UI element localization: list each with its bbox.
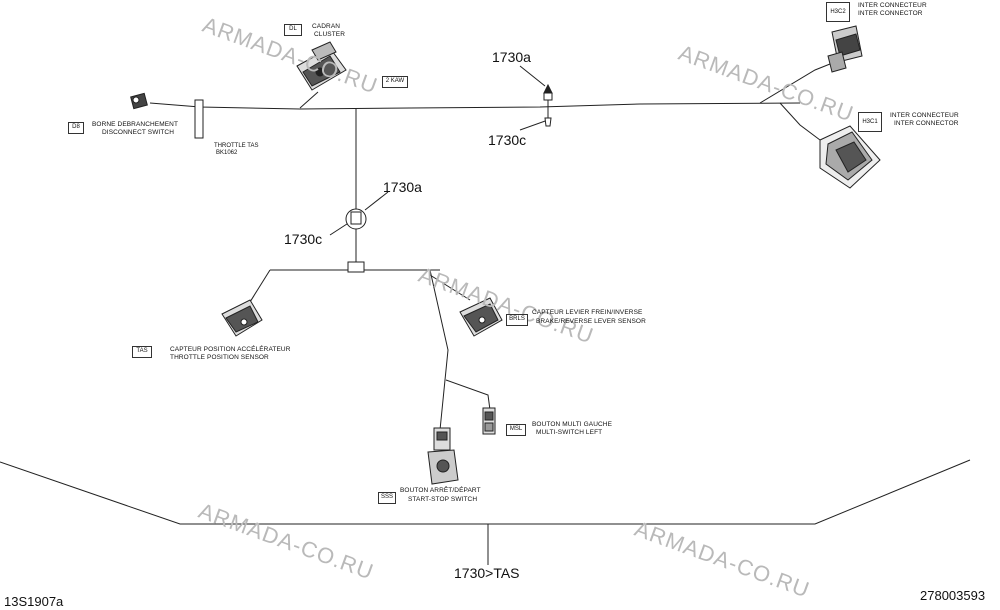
cross-bar-connector xyxy=(347,261,365,273)
throttle-tag-line2: BK1062 xyxy=(216,150,238,156)
inter-connector-right-icon xyxy=(819,125,881,189)
inter-connector-top-label-en: INTER CONNECTOR xyxy=(858,10,923,17)
wire-tag: 2 KAW xyxy=(382,76,408,88)
leader-mid-a xyxy=(364,191,389,211)
brake-sensor-code: BRLS xyxy=(506,314,528,326)
inter-connector-right-label-en: INTER CONNECTOR xyxy=(894,120,959,127)
start-stop-label-fr: BOUTON ARRÊT/DÉPART xyxy=(400,487,481,494)
multi-switch-code: MSL xyxy=(506,424,526,436)
disconnect-label-fr: BORNE DEBRANCHEMENT xyxy=(92,121,179,128)
throttle-sensor-label-fr: CAPTEUR POSITION ACCÉLÉRATEUR xyxy=(170,346,291,353)
splice-1730-top xyxy=(543,83,553,127)
wire-to-cluster xyxy=(299,91,319,109)
multi-switch-label-en: MULTI-SWITCH LEFT xyxy=(536,429,603,436)
wire-to-inter-connector-top xyxy=(759,61,836,104)
part-number: 278003593 xyxy=(920,588,986,603)
cluster-code: DL xyxy=(284,24,302,36)
ref-1730-tas: 1730>TAS xyxy=(454,565,520,581)
cluster-label-fr: CADRAN xyxy=(312,23,341,30)
wire-to-start-stop xyxy=(429,269,449,431)
cluster-connector-icon xyxy=(296,41,347,91)
bottom-boundary xyxy=(0,459,971,525)
throttle-sensor-icon xyxy=(221,299,263,337)
ref-1730c-top: 1730c xyxy=(488,132,527,148)
brake-sensor-icon xyxy=(459,297,503,337)
disconnect-switch-icon xyxy=(130,92,148,110)
inter-connector-top-code: H3C2 xyxy=(826,2,850,22)
throttle-tag-block xyxy=(194,99,204,139)
main-harness-wire xyxy=(149,102,801,110)
throttle-sensor-label-en: THROTTLE POSITION SENSOR xyxy=(170,354,269,361)
multi-switch-icon xyxy=(482,407,496,435)
throttle-tag-line1: THROTTLE TAS xyxy=(214,143,259,149)
multi-switch-label-fr: BOUTON MULTI GAUCHE xyxy=(532,421,613,428)
inter-connector-right-code: H3C1 xyxy=(858,112,882,132)
splice-1730-mid xyxy=(345,208,367,230)
inter-connector-right-label-fr: INTER CONNECTEUR xyxy=(890,112,959,119)
disconnect-label-en: DISCONNECT SWITCH xyxy=(102,129,174,136)
throttle-sensor-code: TAS xyxy=(132,346,152,358)
leader-mid-c xyxy=(329,221,351,236)
ref-1730c-mid: 1730c xyxy=(284,231,323,247)
start-stop-label-en: START-STOP SWITCH xyxy=(408,496,478,503)
inter-connector-top-label-fr: INTER CONNECTEUR xyxy=(858,2,927,9)
wire-to-brake-sensor xyxy=(429,274,471,301)
wire-to-inter-connector-right xyxy=(779,102,821,141)
brake-sensor-label-en: BRAKE/REVERSE LEVER SENSOR xyxy=(536,318,646,325)
brake-sensor-label-fr: CAPTEUR LEVIER FREIN/INVERSE xyxy=(532,309,643,316)
ref-1730a-top: 1730a xyxy=(492,49,531,65)
cluster-label-en: CLUSTER xyxy=(314,31,346,38)
wire-to-multi-switch xyxy=(445,379,491,411)
start-stop-code: SSS xyxy=(378,492,396,504)
disconnect-code: D8 xyxy=(68,122,84,134)
leader-top-c xyxy=(519,119,549,131)
start-stop-switch-icon xyxy=(427,427,459,485)
figure-id: 13S1907a xyxy=(4,594,64,609)
inter-connector-top-icon xyxy=(827,25,863,73)
ref-1730a-mid: 1730a xyxy=(383,179,422,195)
leader-top-a xyxy=(519,65,546,87)
